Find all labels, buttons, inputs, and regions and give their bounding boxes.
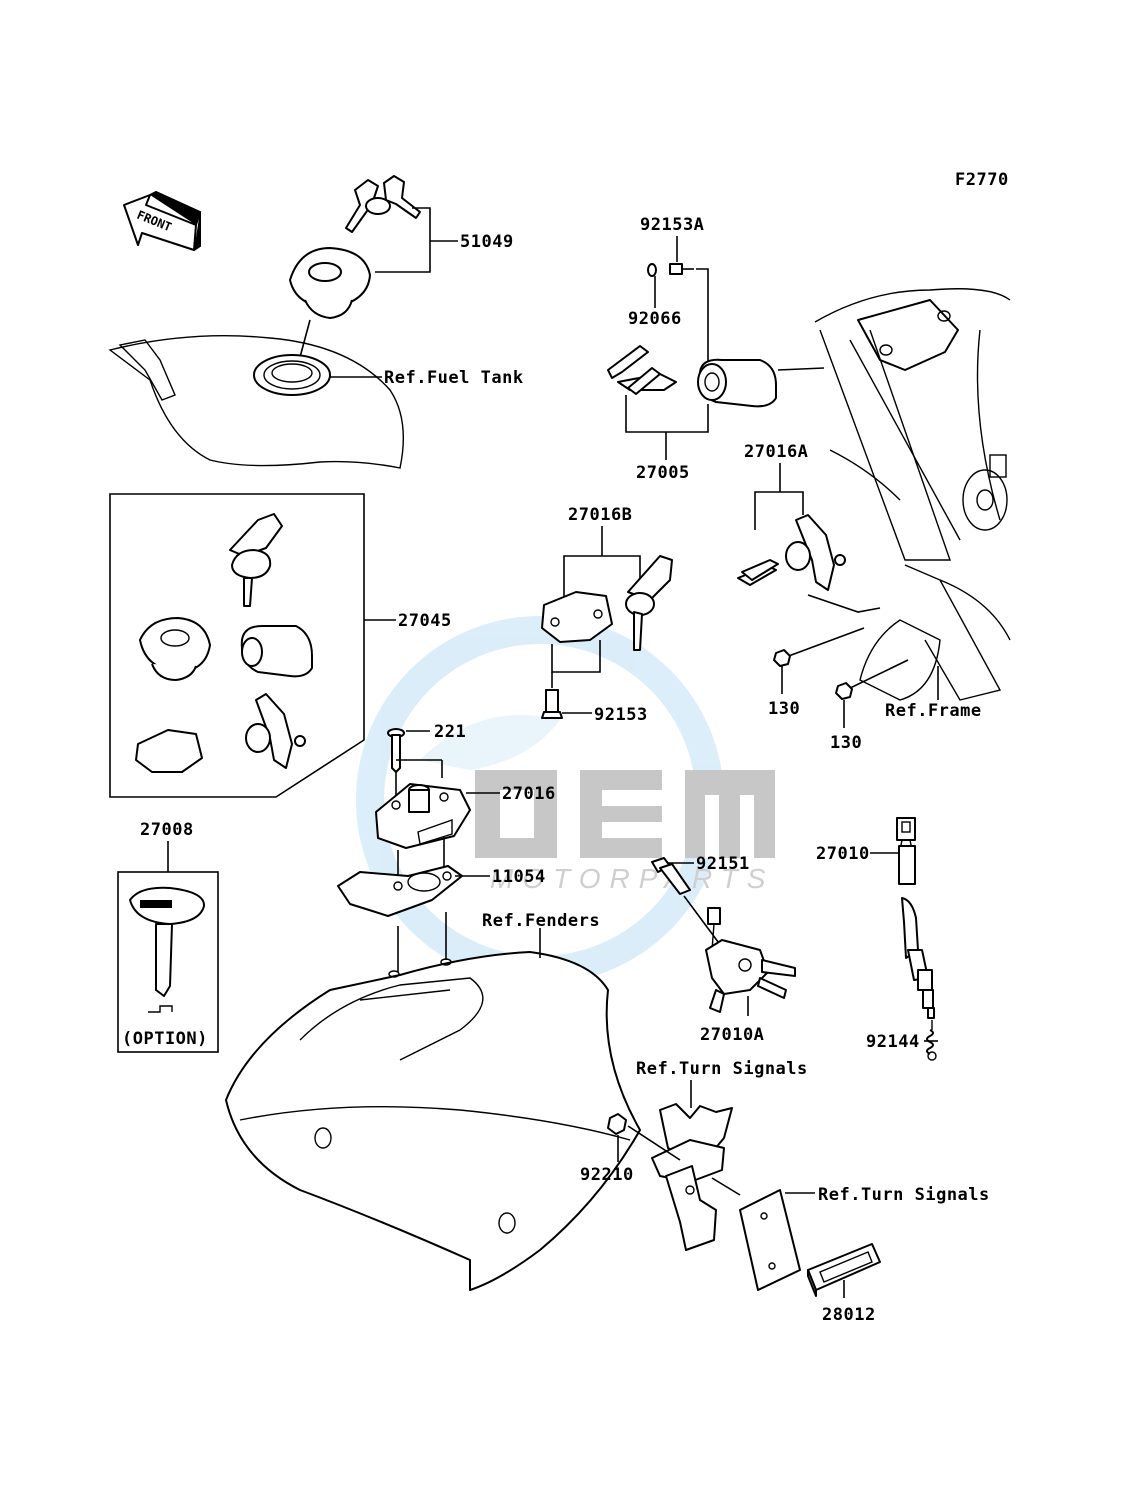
label-92066: 92066	[628, 309, 682, 329]
bolt-92151[interactable]	[651, 857, 691, 895]
label-92153A: 92153A	[640, 215, 704, 235]
nut-92210[interactable]	[607, 1113, 627, 1135]
label-27016: 27016	[502, 784, 556, 804]
label-92153: 92153	[594, 705, 648, 725]
watermark-text: MOTORPARTS	[490, 863, 774, 894]
nut-130-b[interactable]	[835, 682, 853, 700]
fuel-tank-outline	[108, 335, 404, 469]
fender-outline	[225, 951, 641, 1291]
label-11054: 11054	[492, 867, 546, 887]
bolt-92153[interactable]	[541, 689, 563, 719]
blank-key-box	[117, 871, 219, 1053]
label-221: 221	[434, 722, 466, 742]
kit-27045-contents[interactable]	[135, 513, 313, 773]
label-27016B: 27016B	[568, 505, 632, 525]
ref-fenders[interactable]: Ref.Fenders	[482, 911, 600, 931]
switch-27010[interactable]	[896, 817, 935, 1019]
label-92151: 92151	[696, 854, 750, 874]
label-27005: 27005	[636, 463, 690, 483]
kit-27045-box	[109, 493, 365, 798]
label-28012: 28012	[822, 1305, 876, 1325]
ref-fuel-tank[interactable]: Ref.Fuel Tank	[384, 368, 524, 388]
license-plate-mount[interactable]	[739, 1189, 801, 1291]
screw-221[interactable]	[387, 728, 405, 773]
label-51049: 51049	[460, 232, 514, 252]
label-27008: 27008	[140, 820, 194, 840]
blank-key-27008[interactable]	[129, 886, 205, 1013]
spring-92144[interactable]	[926, 1020, 937, 1061]
lock-body-27016B[interactable]	[541, 555, 673, 651]
front-arrow-icon: FRONT	[123, 190, 202, 251]
label-27045: 27045	[398, 611, 452, 631]
screw-92153A[interactable]	[669, 263, 694, 275]
ref-frame[interactable]: Ref.Frame	[885, 701, 982, 721]
ignition-switch-27005[interactable]	[607, 345, 777, 408]
washer-92066[interactable]	[647, 263, 657, 277]
nut-130-a[interactable]	[773, 649, 791, 667]
license-bracket[interactable]	[651, 1103, 733, 1251]
switch-27010A[interactable]	[705, 907, 796, 1013]
label-27010A: 27010A	[700, 1025, 764, 1045]
label-130-a: 130	[768, 699, 800, 719]
option-label: (OPTION)	[122, 1029, 208, 1049]
label-92144: 92144	[866, 1032, 920, 1052]
lock-assembly-27016A[interactable]	[737, 514, 846, 591]
label-130-b: 130	[830, 733, 862, 753]
fuel-cap-key-set[interactable]	[289, 175, 421, 319]
figure-code: F2770	[955, 170, 1009, 190]
ref-turn-signals-1[interactable]: Ref.Turn Signals	[636, 1059, 808, 1079]
label-27010: 27010	[816, 844, 870, 864]
ref-turn-signals-2[interactable]: Ref.Turn Signals	[818, 1185, 990, 1205]
label-27016A: 27016A	[744, 442, 808, 462]
label-92210: 92210	[580, 1165, 634, 1185]
frame-outline	[814, 288, 1011, 701]
reflector-28012[interactable]	[807, 1243, 881, 1297]
lock-body-27016[interactable]	[375, 783, 471, 849]
